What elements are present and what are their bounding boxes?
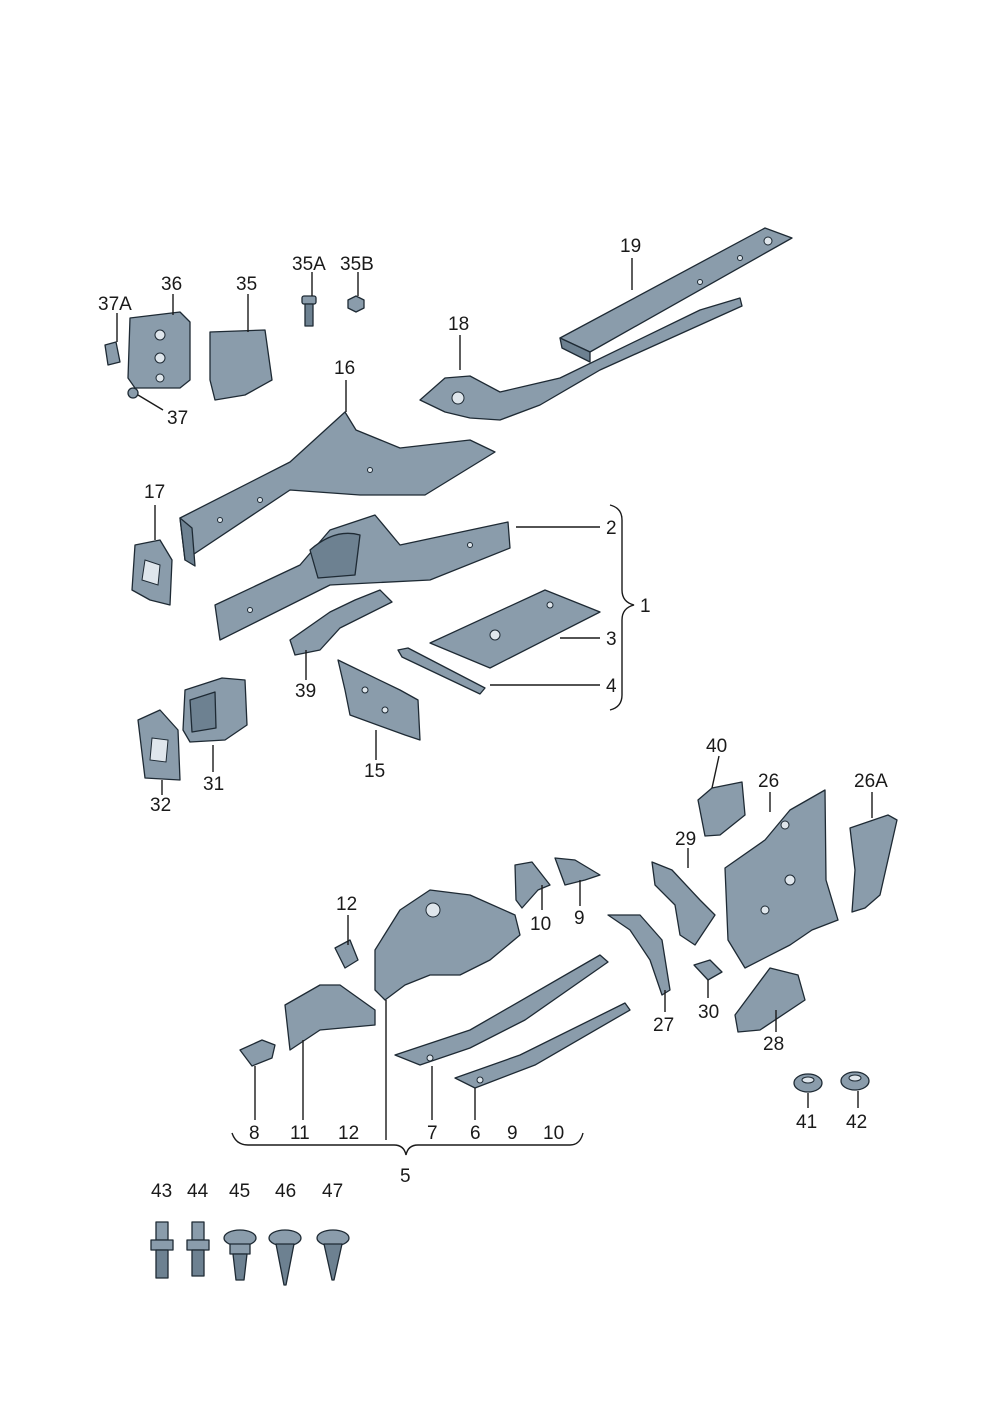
label-32: 32 <box>150 795 171 816</box>
label-46: 46 <box>275 1181 296 1202</box>
part-28-bracket <box>734 967 806 1033</box>
part-12-small-bracket <box>334 939 359 969</box>
part-27-arch-bracket <box>607 914 671 996</box>
label-10-bottom: 10 <box>543 1123 564 1144</box>
label-12-top: 12 <box>336 894 357 915</box>
part-26a-bracket <box>849 814 898 913</box>
part-7-cross-member <box>394 954 609 1066</box>
label-43: 43 <box>151 1181 172 1202</box>
part-43-stud <box>150 1221 174 1279</box>
part-31-box-bracket <box>182 677 248 743</box>
label-11: 11 <box>290 1123 310 1144</box>
label-42: 42 <box>846 1112 867 1133</box>
label-12-bottom: 12 <box>338 1123 359 1144</box>
part-9-bracket <box>554 857 601 886</box>
part-4-strip <box>397 647 486 695</box>
part-16-longitudinal-member <box>179 411 496 567</box>
label-35: 35 <box>236 274 257 295</box>
label-26a: 26A <box>854 771 888 792</box>
part-6-cross-member <box>454 1002 631 1089</box>
part-12-wheelhouse <box>374 889 521 1001</box>
leader-lines <box>116 258 873 1156</box>
part-35a-bolt <box>301 295 317 327</box>
part-17-bracket <box>131 539 173 606</box>
part-10-bracket <box>514 861 551 909</box>
label-35a: 35A <box>292 254 326 275</box>
label-3: 3 <box>606 629 617 650</box>
part-39-liner <box>289 589 393 656</box>
label-8: 8 <box>249 1123 260 1144</box>
part-35-bracket <box>209 329 273 401</box>
part-42-grommet <box>840 1071 870 1091</box>
label-29: 29 <box>675 829 696 850</box>
part-35b-nut <box>347 295 365 313</box>
part-44-stud <box>186 1221 210 1277</box>
part-19-side-member <box>559 227 793 363</box>
label-19: 19 <box>620 236 641 257</box>
callout-labels: 19 18 16 17 2 1 3 4 39 15 31 32 36 35 35… <box>98 236 888 1202</box>
label-4: 4 <box>606 676 617 697</box>
part-8-plate <box>239 1039 276 1067</box>
label-7: 7 <box>427 1123 438 1144</box>
label-35b: 35B <box>340 254 374 275</box>
label-44: 44 <box>187 1181 209 1202</box>
label-10-top: 10 <box>530 914 551 935</box>
label-37a: 37A <box>98 294 132 315</box>
label-47: 47 <box>322 1181 343 1202</box>
label-6: 6 <box>470 1123 481 1144</box>
label-31: 31 <box>203 774 224 795</box>
part-46-screw <box>268 1229 302 1286</box>
label-28: 28 <box>763 1034 784 1055</box>
label-1: 1 <box>640 596 651 617</box>
label-5: 5 <box>400 1166 411 1187</box>
part-29-bracket <box>651 861 716 946</box>
part-36-block <box>127 311 191 389</box>
label-2: 2 <box>606 518 617 539</box>
label-45: 45 <box>229 1181 250 1202</box>
label-9-top: 9 <box>574 908 585 929</box>
part-32-plate <box>137 709 181 781</box>
label-17: 17 <box>144 482 165 503</box>
label-15: 15 <box>364 761 385 782</box>
part-41-grommet <box>793 1073 823 1093</box>
label-37: 37 <box>167 408 188 429</box>
label-40: 40 <box>706 736 727 757</box>
part-15-bracket <box>337 659 421 741</box>
label-30: 30 <box>698 1002 719 1023</box>
part-47-screw <box>316 1229 350 1281</box>
label-27: 27 <box>653 1015 674 1036</box>
label-41: 41 <box>796 1112 817 1133</box>
label-26: 26 <box>758 771 779 792</box>
part-30-plate <box>693 959 723 981</box>
label-16: 16 <box>334 358 355 379</box>
part-37a-clip <box>104 341 121 366</box>
part-45-screw <box>223 1229 257 1281</box>
label-36: 36 <box>161 274 182 295</box>
part-18-sill-panel <box>419 297 743 421</box>
part-2-longitudinal-member <box>214 514 511 641</box>
label-39: 39 <box>295 681 316 702</box>
label-9-bottom: 9 <box>507 1123 518 1144</box>
part-40-bracket <box>697 781 746 837</box>
label-18: 18 <box>448 314 469 335</box>
part-26-pillar-panel <box>724 789 839 969</box>
part-37-nut <box>127 387 139 399</box>
part-11-panel <box>284 984 376 1051</box>
part-3-floor-panel <box>429 589 601 669</box>
